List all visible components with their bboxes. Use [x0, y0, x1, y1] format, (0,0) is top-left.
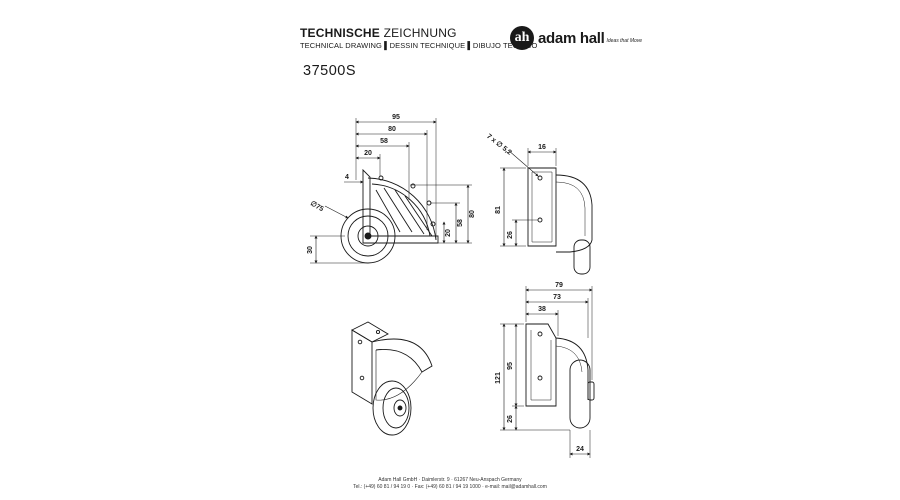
mounting-hole: [378, 175, 384, 181]
persp-bracket-top: [351, 321, 389, 343]
title-rest: ZEICHNUNG: [383, 26, 457, 40]
front-bracket-plate: [362, 168, 439, 244]
adam-hall-logo: ah adam hall Ideas that Move: [510, 26, 642, 50]
rib: [383, 187, 413, 233]
side-fork-body: [555, 174, 593, 253]
rib: [375, 189, 401, 233]
mounting-hole: [537, 375, 543, 381]
rib: [394, 189, 425, 235]
rear-bracket-plate: [525, 323, 557, 407]
dim-4: 4: [345, 174, 349, 181]
side-view: [500, 148, 593, 275]
title-block: TECHNISCHE ZEICHNUNG TECHNICAL DRAWING ▌…: [300, 26, 537, 51]
front-wheel-axle: [364, 232, 372, 240]
mounting-hole: [410, 183, 416, 189]
logo-name: adam hall: [538, 29, 605, 47]
front-fork-arc-inner: [371, 183, 431, 237]
dim-80: 80: [388, 126, 396, 133]
footer-line-2: Tel.: (+49) 60 81 / 94 19 0 · Fax: (+49)…: [353, 484, 547, 490]
mounting-hole: [537, 331, 543, 337]
front-dimension-labels: 95 80 58 20 4 80 58 20 30 ∅75: [307, 114, 476, 254]
rear-view: [500, 286, 595, 458]
front-fork-arc-outer: [367, 177, 437, 241]
mounting-hole: [357, 339, 363, 345]
side-dimension-labels: 16 81 26 7 x ∅ 5,2: [485, 132, 546, 239]
perspective-view: [351, 321, 433, 436]
dim-h121: 121: [495, 372, 502, 384]
mounting-hole: [359, 375, 365, 381]
dim-95: 95: [392, 114, 400, 121]
persp-wheel-outer: [372, 380, 412, 436]
dim-24: 24: [576, 446, 584, 453]
rear-fork-inner: [555, 345, 583, 373]
logo-mark: ah: [510, 26, 534, 50]
dim-58: 58: [380, 138, 388, 145]
persp-wheel-axle: [397, 405, 403, 411]
drawing-title: TECHNISCHE ZEICHNUNG: [300, 26, 537, 40]
dim-holes: 7 x ∅ 5,2: [485, 132, 513, 157]
dim-20: 20: [364, 150, 372, 157]
side-bracket-inner: [531, 171, 553, 243]
rear-fork-arc: [555, 337, 589, 400]
rear-dimension-labels: 79 73 38 121 95 26 24: [495, 282, 584, 453]
persp-wheel-tread: [382, 387, 410, 429]
title-bold: TECHNISCHE: [300, 26, 381, 40]
footer-line-1: Adam Hall GmbH · Daimlerstr. 9 · 61267 N…: [378, 477, 522, 483]
side-fork-inner: [555, 181, 586, 236]
persp-fork-body: [375, 350, 423, 401]
dim-38: 38: [538, 306, 546, 313]
front-view: [310, 118, 472, 264]
dim-h26-rear: 26: [507, 415, 514, 423]
front-wheel-hub: [357, 225, 379, 247]
rear-axle-cap: [587, 381, 595, 401]
dim-h95: 95: [507, 362, 514, 370]
dim-h30: 30: [307, 246, 314, 254]
front-wheel-tread: [347, 215, 389, 257]
mounting-hole: [375, 329, 381, 335]
dim-dia75: ∅75: [309, 199, 325, 213]
dim-h81: 81: [495, 206, 502, 214]
model-number: 37500S: [303, 63, 356, 79]
dim-h80: 80: [469, 210, 476, 218]
mounting-hole: [537, 175, 543, 181]
rear-bracket-inner: [530, 330, 552, 401]
drawing-subtitle: TECHNICAL DRAWING ▌DESSIN TECHNIQUE ▌DIB…: [300, 41, 538, 50]
dim-16: 16: [538, 144, 546, 151]
dim-h20: 20: [445, 229, 452, 237]
persp-fork-arc: [371, 338, 433, 373]
dim-73: 73: [553, 294, 561, 301]
mounting-hole: [537, 217, 543, 223]
side-wheel: [573, 239, 591, 275]
mounting-hole: [430, 221, 436, 227]
logo-tagline: Ideas that Move: [606, 38, 643, 44]
dim-h26-side: 26: [507, 231, 514, 239]
rib: [404, 195, 433, 237]
dim-h58: 58: [457, 219, 464, 227]
footer-address: Adam Hall GmbH · Daimlerstr. 9 · 61267 N…: [0, 477, 900, 491]
rear-wheel: [569, 359, 591, 429]
dim-79: 79: [555, 282, 563, 289]
persp-wheel-hub: [393, 399, 407, 417]
